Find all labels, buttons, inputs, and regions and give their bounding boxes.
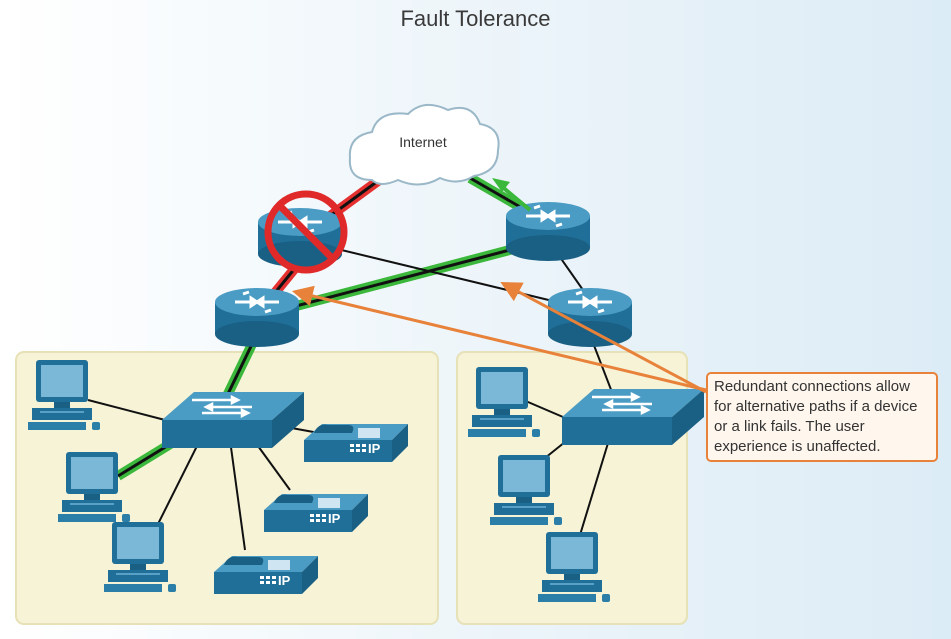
callout-box: Redundant connections allow for alternat…	[706, 372, 938, 462]
ip-phone-icon: IP	[214, 556, 318, 594]
router-icon	[504, 200, 592, 263]
router-icon	[546, 286, 634, 349]
ip-phone-icon: IP	[304, 424, 408, 462]
router-icon	[213, 286, 301, 349]
cloud-icon	[348, 103, 500, 186]
svg-text:IP: IP	[328, 511, 341, 526]
svg-text:IP: IP	[278, 573, 291, 588]
prohibited-icon	[264, 190, 348, 274]
callout-arrows	[291, 282, 707, 394]
svg-text:IP: IP	[368, 441, 381, 456]
arrow-icon	[492, 178, 532, 212]
ip-phone-icon: IP	[264, 494, 368, 532]
cloud-label: Internet	[399, 134, 447, 150]
page-title: Fault Tolerance	[400, 6, 551, 31]
